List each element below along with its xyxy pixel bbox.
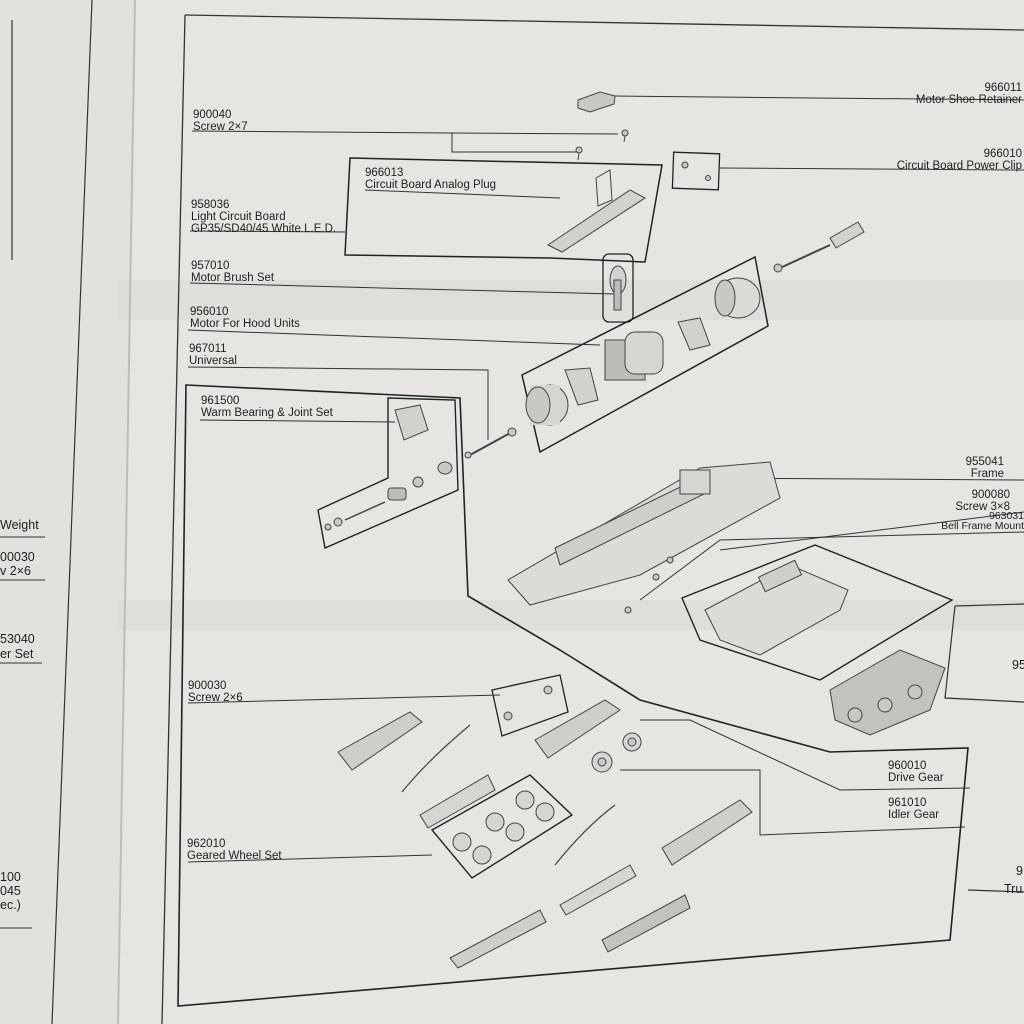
part-name: Screw 2×6: [188, 692, 243, 704]
part-name: Motor Shoe Retainer: [915, 94, 1022, 106]
part-label-screw-2x7: 900040 Screw 2×7: [193, 109, 248, 133]
part-label-drive-gear: 960010 Drive Gear: [888, 760, 944, 784]
part-name: Screw 2×7: [193, 121, 248, 133]
part-label-frame: 955041 Frame: [966, 456, 1004, 480]
part-label-circuit-board-power-clip: 966010 Circuit Board Power Clip: [897, 148, 1022, 172]
right-fragment-number: 95: [1012, 658, 1024, 672]
part-number: 958036: [191, 199, 230, 211]
truck-assembly-box: [177, 384, 969, 1007]
left-fragment-weight: Weight: [0, 518, 39, 532]
part-name: Frame: [970, 468, 1004, 480]
part-label-screw-2x6: 900030 Screw 2×6: [188, 680, 243, 704]
part-name: Motor Brush Set: [191, 272, 275, 284]
part-name: Universal: [189, 355, 237, 367]
part-number: 961010: [888, 797, 927, 809]
part-number: 955041: [965, 456, 1004, 468]
part-number: 966011: [984, 82, 1022, 94]
part-name: Bell Frame Mount: [941, 520, 1024, 532]
right-fragment-number: 9: [1016, 864, 1023, 878]
left-fragment-number: 100: [0, 870, 21, 884]
part-name: Circuit Board Analog Plug: [365, 179, 497, 191]
part-name: Geared Wheel Set: [187, 850, 282, 862]
part-name: Circuit Board Power Clip: [896, 160, 1022, 172]
part-label-geared-wheel-set: 962010 Geared Wheel Set: [187, 838, 282, 862]
part-number: 960010: [888, 760, 927, 772]
part-label-universal: 967011 Universal: [189, 343, 237, 367]
part-number: 963031: [988, 510, 1024, 522]
part-name: Drive Gear: [888, 772, 944, 784]
part-number: 900040: [193, 109, 232, 121]
main-page: [118, 0, 1024, 1024]
part-name-line2: GP35/SD40/45 White L.E.D.: [191, 223, 337, 235]
part-label-warm-bearing-joint-set: 961500 Warm Bearing & Joint Set: [201, 395, 333, 419]
part-number: 966010: [983, 148, 1022, 160]
part-number: 966013: [365, 167, 404, 179]
left-fragment-number: 53040: [0, 632, 35, 646]
part-number: 956010: [190, 306, 229, 318]
part-label-motor-brush-set: 957010 Motor Brush Set: [191, 260, 274, 284]
part-label-motor-for-hood-units: 956010 Motor For Hood Units: [190, 306, 300, 330]
part-name: Light Circuit Board: [191, 211, 286, 223]
part-label-motor-shoe-retainer: 966011 Motor Shoe Retainer: [916, 82, 1022, 106]
part-sketches: [324, 91, 946, 969]
part-name: Idler Gear: [888, 809, 940, 821]
left-fragment-number: 045: [0, 884, 21, 898]
part-label-circuit-board-analog-plug: 966013 Circuit Board Analog Plug: [365, 167, 496, 191]
part-label-idler-gear: 961010 Idler Gear: [888, 797, 939, 821]
part-number: 962010: [187, 838, 226, 850]
part-label-bell-frame-mount: 963031 Bell Frame Mount: [941, 510, 1024, 532]
part-number: 900030: [188, 680, 227, 692]
part-name: Screw 3×8: [955, 501, 1010, 513]
part-number: 967011: [189, 343, 227, 355]
left-page: [0, 0, 135, 1024]
leader-lines: [187, 95, 1024, 863]
left-fragment-screw: v 2×6: [0, 564, 31, 578]
left-fragment-set: er Set: [0, 647, 34, 661]
right-fragment-label: Tru: [1004, 882, 1023, 896]
part-number: 957010: [191, 260, 230, 272]
part-name: Warm Bearing & Joint Set: [201, 407, 333, 419]
part-number: 900080: [971, 489, 1010, 501]
left-fragment-note: ec.): [0, 898, 21, 912]
part-label-screw-3x8: 900080 Screw 3×8: [955, 489, 1010, 513]
part-number: 961500: [201, 395, 240, 407]
left-fragment-number: 00030: [0, 550, 35, 564]
part-name: Motor For Hood Units: [190, 318, 300, 330]
part-label-light-circuit-board: 958036 Light Circuit Board GP35/SD40/45 …: [191, 199, 336, 235]
